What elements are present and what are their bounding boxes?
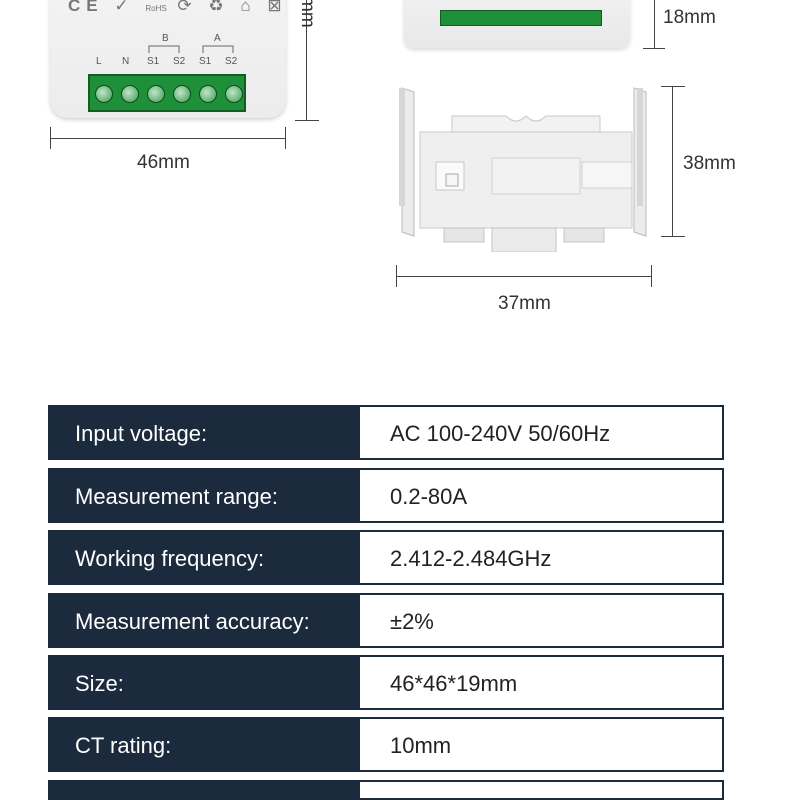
spec-row-measurement-range: Measurement range: 0.2-80A [48,468,724,523]
terminal-block [88,74,246,112]
width-dimension-label: 46mm [137,152,190,173]
mounting-bracket [399,87,647,252]
width-dimension-line [50,138,286,139]
check-icon: ✓ [114,0,135,15]
depth-dimension-label: 18mm [663,7,716,28]
spec-value: 10mm [360,719,722,770]
spec-row-ct-rating: CT rating: 10mm [48,717,724,772]
group-brackets [148,45,234,53]
weee-bin-icon: ⊠ [267,0,288,15]
ce-mark-icon: CE [68,0,104,15]
terminal-label-b-s1: S1 [147,56,160,67]
height-dimension-label: mm [297,0,318,28]
terminal-label-l: L [96,56,102,67]
bracket-width-dimension-tick [651,265,652,287]
spec-label: CT rating: [50,719,360,770]
spec-label: Measurement accuracy: [50,595,360,646]
spec-row-input-voltage: Input voltage: AC 100-240V 50/60Hz [48,405,724,460]
height-dimension-tick [295,120,319,121]
certification-icons: CE ✓ RoHS ⟳ ♻ ⌂ ⊠ [68,0,288,16]
spec-value: 46*46*19mm [360,657,722,708]
spec-label: Working frequency: [50,532,360,583]
spec-row-partial [48,780,724,800]
spec-value: AC 100-240V 50/60Hz [360,407,722,458]
terminal-screw [199,85,217,103]
side-terminal-strip [440,10,602,26]
height-dimension-line [306,0,307,120]
spec-label [50,782,360,798]
terminal-label-n: N [122,56,130,67]
recycle-icon: ♻ [208,0,230,15]
width-dimension-tick [285,127,286,149]
spec-row-size: Size: 46*46*19mm [48,655,724,710]
spec-value: 2.412-2.484GHz [360,532,722,583]
spec-label: Measurement range: [50,470,360,521]
terminal-screw [225,85,243,103]
spec-row-working-frequency: Working frequency: 2.412-2.484GHz [48,530,724,585]
spec-label: Input voltage: [50,407,360,458]
terminal-screw [95,85,113,103]
bracket-height-dimension-tick [661,236,685,237]
spec-value: 0.2-80A [360,470,722,521]
depth-dimension-line [654,0,655,48]
terminal-label-a-s1: S1 [199,56,212,67]
spec-label: Size: [50,657,360,708]
terminal-label-b-s2: S2 [173,56,186,67]
terminal-label-a-s2: S2 [225,56,238,67]
cycle-icon: ⟳ [177,0,198,15]
group-label-b: B [162,33,169,44]
bracket-height-label: 38mm [683,153,736,174]
bracket-height-dimension-tick [661,86,685,87]
bracket-height-dimension-line [672,86,673,236]
bracket-width-dimension-line [396,276,652,277]
depth-dimension-tick [643,48,665,49]
width-dimension-tick [50,127,51,149]
terminal-screw [147,85,165,103]
spec-value: ±2% [360,595,722,646]
spec-row-measurement-accuracy: Measurement accuracy: ±2% [48,593,724,648]
terminal-screw [121,85,139,103]
terminal-screw [173,85,191,103]
rohs-icon: RoHS [145,4,167,13]
home-icon: ⌂ [240,0,257,15]
bracket-width-label: 37mm [498,293,551,314]
group-label-a: A [214,33,221,44]
spec-value [360,782,722,798]
bracket-width-dimension-tick [396,265,397,287]
